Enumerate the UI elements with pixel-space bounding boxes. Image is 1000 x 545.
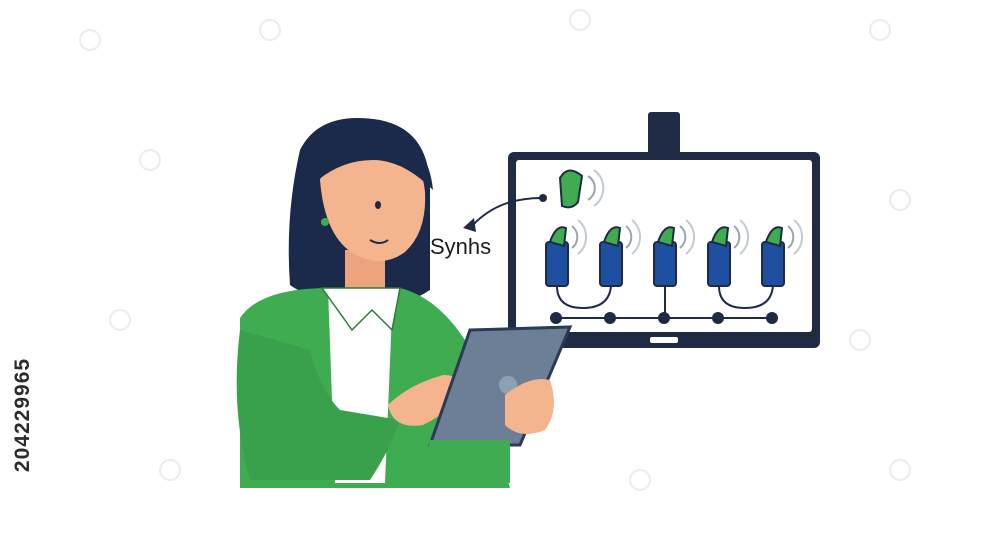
stock-id-text: 204229965	[11, 357, 34, 473]
device-unit-2	[599, 219, 642, 287]
collar	[320, 287, 401, 332]
earring	[321, 218, 329, 226]
face	[320, 141, 426, 261]
network-nodes	[550, 312, 778, 324]
stock-id-badge: 204229965	[8, 300, 38, 530]
monitor-camera	[648, 112, 680, 156]
mouth	[369, 239, 389, 244]
device-unit-4	[707, 219, 750, 287]
hair-fringe	[318, 134, 433, 190]
eye	[375, 201, 381, 209]
watermark-pattern	[79, 9, 911, 491]
pointer-dot	[539, 194, 547, 202]
monitor-button	[650, 337, 678, 343]
device-row	[545, 219, 804, 287]
hand-left	[388, 375, 463, 426]
jacket-arm-right	[420, 440, 510, 483]
pointer-arrow	[469, 197, 543, 229]
pointer-arrow-head	[463, 218, 476, 232]
jacket-arm	[236, 330, 400, 480]
woman-figure	[236, 118, 573, 488]
hearing-aid-icon	[558, 169, 605, 209]
device-unit-1	[545, 219, 588, 287]
screen-label: Synhs	[430, 234, 492, 259]
hand-right	[505, 379, 554, 434]
